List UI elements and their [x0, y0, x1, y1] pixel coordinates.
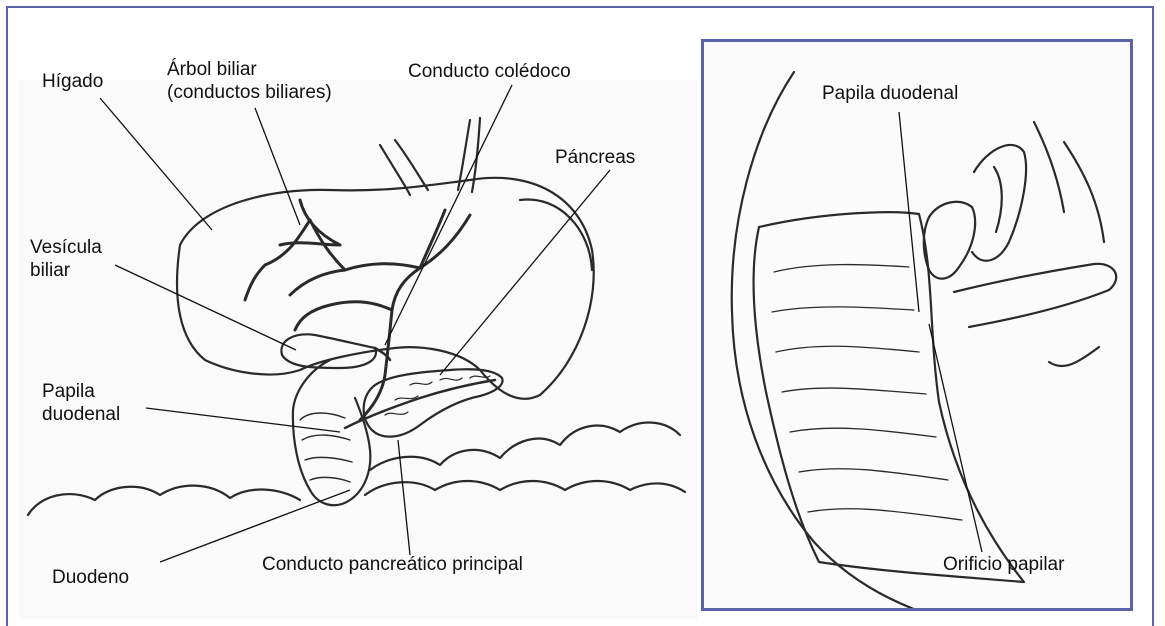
label-duodenum: Duodeno: [52, 566, 129, 589]
label-papillary-orifice: Orificio papilar: [943, 553, 1064, 576]
label-papilla-line2: duodenal: [42, 403, 120, 426]
label-common-bile-duct: Conducto colédoco: [408, 60, 571, 83]
pancreatic-duct: [345, 380, 495, 428]
anatomy-drawing-right: [704, 42, 1133, 611]
pancreas-outline: [364, 369, 503, 436]
duodenum-inner: [300, 413, 352, 482]
leader-papilla: [146, 408, 340, 432]
leader-duodenum: [160, 490, 350, 562]
duodenal-wall-outer: [732, 72, 1004, 611]
label-liver: Hígado: [42, 70, 103, 93]
leader-liver: [100, 98, 212, 230]
papilla-structure: [924, 202, 975, 279]
label-biliary-tree-line2: (conductos biliares): [167, 81, 332, 104]
intestine-outline: [28, 423, 685, 515]
duodenum-outline: [293, 360, 370, 505]
label-biliary-tree: Árbol biliar (conductos biliares): [167, 58, 332, 104]
leader-pancreas: [440, 170, 610, 375]
pancreas-texture: [385, 376, 490, 415]
leader-papillary-orifice: [929, 324, 982, 552]
vessel-upper: [380, 118, 480, 195]
right-panel: [701, 39, 1133, 611]
label-pancreas: Páncreas: [555, 146, 635, 169]
leader-gallbladder: [115, 265, 296, 350]
label-gallbladder: Vesícula biliar: [30, 236, 102, 282]
mucosa-folds: [772, 265, 962, 520]
label-gallbladder-line1: Vesícula: [30, 236, 102, 259]
leader-common-bile-duct: [385, 85, 512, 345]
biliary-tree: [245, 200, 470, 420]
label-papilla-line1: Papila: [42, 380, 120, 403]
pancreatic-tissue: [954, 264, 1116, 327]
label-papilla-left: Papila duodenal: [42, 380, 120, 426]
papilla-bulge: [972, 145, 1026, 261]
label-main-pancreatic-duct: Conducto pancreático principal: [262, 553, 523, 576]
right-duct-lines: [1034, 122, 1104, 366]
label-gallbladder-line2: biliar: [30, 259, 102, 282]
leader-biliary-tree: [255, 108, 300, 225]
label-duodenal-papilla: Papila duodenal: [822, 82, 958, 105]
gallbladder-outline: [281, 334, 376, 368]
label-biliary-tree-line1: Árbol biliar: [167, 58, 332, 81]
